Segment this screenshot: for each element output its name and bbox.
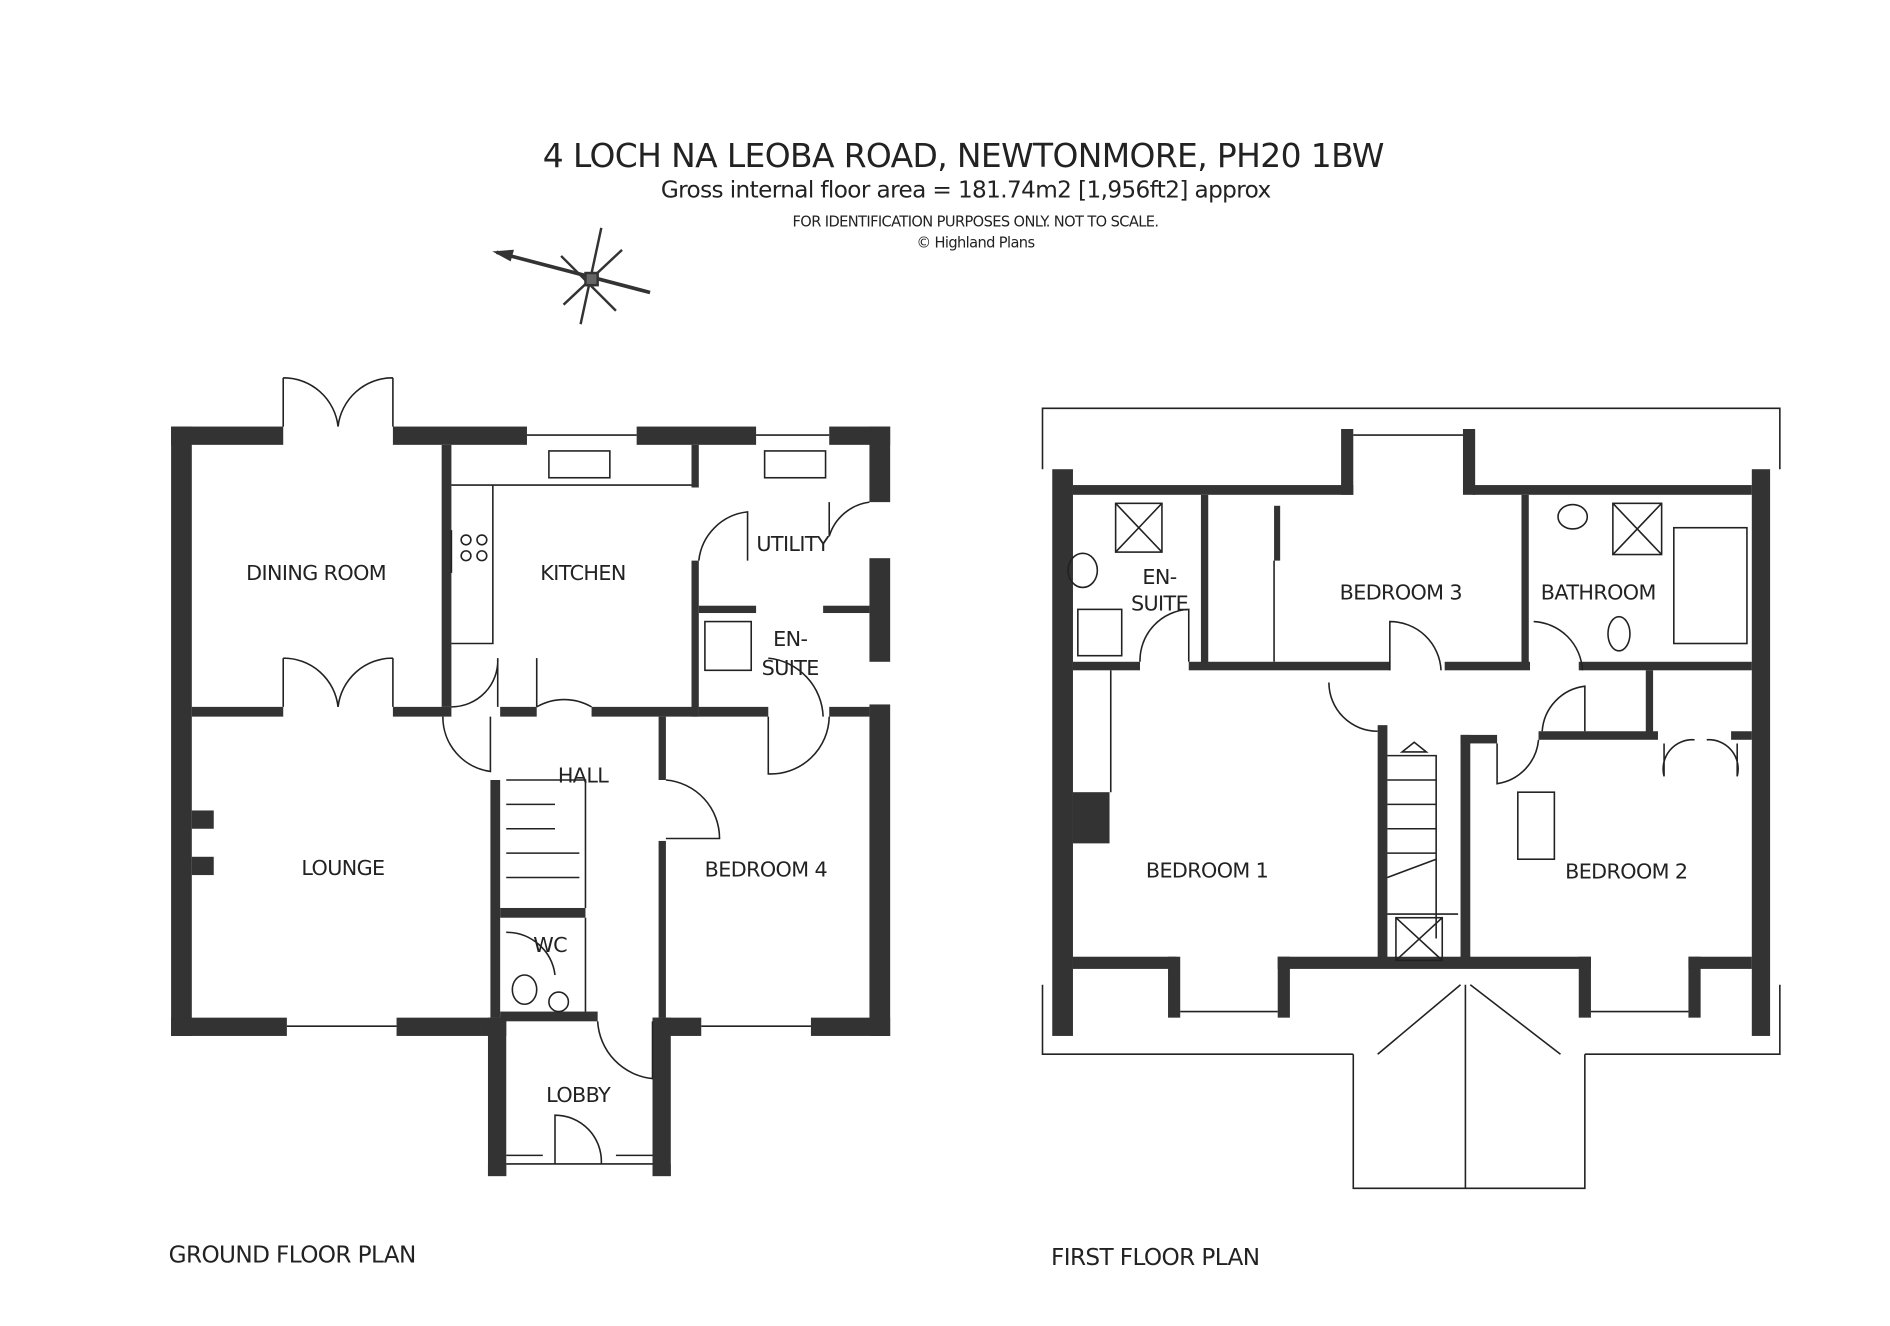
room-label-bedroom-3: BEDROOM 3 [1340, 581, 1462, 605]
ground-floor-plan: DINING ROOM KITCHEN UTILITY EN- SUITE HA… [169, 377, 891, 1269]
room-labels: EN- SUITE BEDROOM 3 BATHROOM BEDROOM 1 B… [1131, 565, 1688, 884]
fixtures [1067, 434, 1748, 1013]
room-label-bedroom-1: BEDROOM 1 [1146, 859, 1268, 883]
ground-floor-plan-label: GROUND FLOOR PLAN [169, 1243, 416, 1269]
walls [1052, 429, 1771, 1036]
room-label-ensuite-line1: EN- [773, 627, 807, 651]
room-label-ensuite-line1: EN- [1142, 565, 1176, 589]
compass-icon [492, 227, 651, 325]
room-label-lounge: LOUNGE [301, 856, 384, 880]
room-label-bathroom: BATHROOM [1541, 581, 1656, 605]
room-label-bedroom-2: BEDROOM 2 [1565, 860, 1687, 884]
room-label-lobby: LOBBY [546, 1083, 611, 1107]
room-label-utility: UTILITY [756, 532, 830, 556]
fixtures [282, 377, 870, 1165]
room-label-wc: WC [533, 933, 567, 957]
room-label-kitchen: KITCHEN [540, 561, 625, 585]
room-label-hall: HALL [558, 763, 609, 787]
first-floor-plan: EN- SUITE BEDROOM 3 BATHROOM BEDROOM 1 B… [1041, 407, 1781, 1271]
walls [171, 426, 891, 1177]
floor-area: Gross internal floor area = 181.74m2 [1,… [661, 177, 1271, 203]
room-label-dining-room: DINING ROOM [246, 561, 386, 585]
property-address: 4 LOCH NA LEOBA ROAD, NEWTONMORE, PH20 1… [543, 136, 1384, 175]
copyright: © Highland Plans [916, 234, 1034, 251]
room-labels: DINING ROOM KITCHEN UTILITY EN- SUITE HA… [246, 532, 830, 1107]
room-label-ensuite-line2: SUITE [1131, 592, 1188, 616]
disclaimer: FOR IDENTIFICATION PURPOSES ONLY. NOT TO… [793, 214, 1159, 231]
room-label-bedroom-4: BEDROOM 4 [705, 857, 828, 881]
first-floor-plan-label: FIRST FLOOR PLAN [1051, 1245, 1259, 1271]
room-label-ensuite-line2: SUITE [762, 656, 819, 680]
roof-outline [1041, 407, 1781, 1190]
